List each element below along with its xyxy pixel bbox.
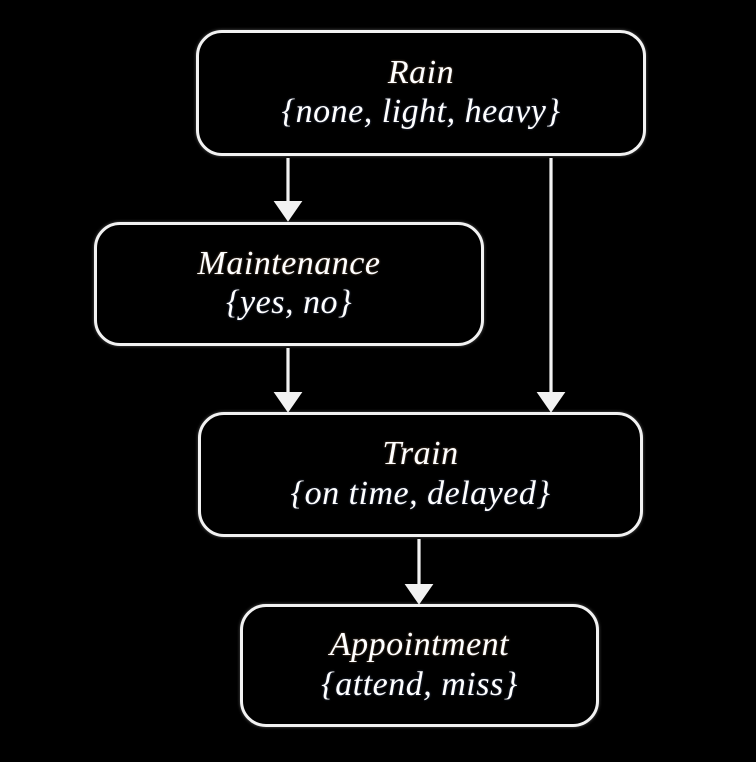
node-rain[interactable]: Rain {none, light, heavy} — [196, 30, 646, 156]
node-appointment-states: {attend, miss} — [321, 665, 518, 703]
node-rain-label: Rain — [387, 53, 455, 91]
node-train[interactable]: Train {on time, delayed} — [198, 412, 643, 537]
node-appointment-label: Appointment — [329, 626, 510, 664]
node-appointment[interactable]: Appointment {attend, miss} — [240, 604, 599, 727]
node-maintenance-label: Maintenance — [197, 244, 381, 282]
node-train-states: {on time, delayed} — [290, 474, 551, 512]
node-rain-states: {none, light, heavy} — [281, 93, 561, 131]
node-maintenance-states: {yes, no} — [225, 284, 353, 322]
node-train-label: Train — [382, 435, 459, 473]
node-maintenance[interactable]: Maintenance {yes, no} — [94, 222, 484, 346]
